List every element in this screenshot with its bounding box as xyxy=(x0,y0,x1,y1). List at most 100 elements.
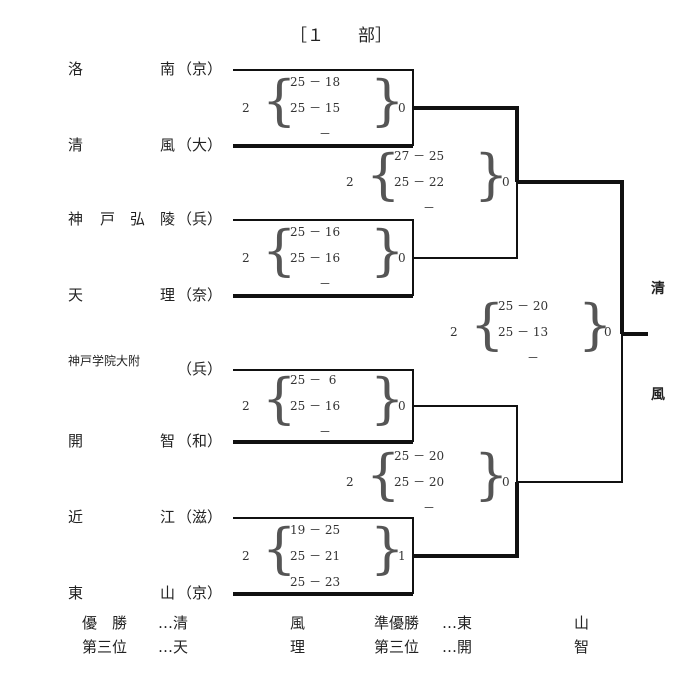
brace-right: } xyxy=(370,517,405,580)
brace-right: } xyxy=(578,293,613,356)
sets-won-right: 0 xyxy=(502,475,510,489)
team-name-char: 陵 xyxy=(160,210,176,228)
team-name-char: 弘 xyxy=(130,210,146,228)
set-score: － xyxy=(319,277,332,291)
team-name-char: 神戸学院大附 xyxy=(68,354,141,368)
set-score: 25 － 13 xyxy=(498,325,549,339)
champion-name-char: 風 xyxy=(651,387,665,403)
team-name-char: 南 xyxy=(160,60,176,78)
set-score: 25 － 20 xyxy=(498,299,549,313)
bracket-line-winner xyxy=(413,106,519,182)
team-name-char: 洛 xyxy=(68,60,84,78)
set-score: 25 － 22 xyxy=(394,175,445,189)
team-prefecture: （兵） xyxy=(177,360,223,378)
brace-right: } xyxy=(370,69,405,132)
set-score: － xyxy=(319,127,332,141)
brace-left: { xyxy=(262,367,297,430)
team-prefecture: （奈） xyxy=(177,286,223,304)
sets-won-right: 1 xyxy=(398,549,406,563)
brace-right: } xyxy=(370,367,405,430)
set-score: － xyxy=(527,351,540,365)
sets-won-left: 2 xyxy=(346,175,354,189)
set-score: － xyxy=(423,201,436,215)
set-score: 25 － 15 xyxy=(290,101,341,115)
sets-won-left: 2 xyxy=(450,325,458,339)
winner-name-char: 風 xyxy=(290,614,306,632)
third-place-name-char: …天 xyxy=(158,638,189,656)
third-place-label: 第三位 xyxy=(374,638,420,656)
brace-left: { xyxy=(470,293,505,356)
team-prefecture: （和） xyxy=(177,432,223,450)
team-name-char: 理 xyxy=(160,286,176,304)
sets-won-right: 0 xyxy=(398,399,406,413)
team-name-char: 江 xyxy=(160,508,176,526)
set-score: 25 － 20 xyxy=(394,475,445,489)
bracket-line-loser xyxy=(233,517,414,594)
set-score: 25 － 16 xyxy=(290,251,341,265)
bracket-line-loser xyxy=(413,405,518,482)
brace-left: { xyxy=(262,517,297,580)
bracket-line-winner xyxy=(413,482,519,558)
set-score: 25 － 20 xyxy=(394,449,445,463)
team-prefecture: （滋） xyxy=(177,508,223,526)
winner-name-char: …清 xyxy=(158,614,189,632)
team-name-char: 清 xyxy=(68,136,84,154)
team-name-char: 開 xyxy=(68,432,84,450)
team-name-char: 戸 xyxy=(100,210,116,228)
set-score: 25 － 16 xyxy=(290,399,341,413)
bracket-line-loser xyxy=(517,334,623,483)
set-score: 25 － 21 xyxy=(290,549,341,563)
runner-up-label: 準優勝 xyxy=(374,614,420,632)
team-name-char: 東 xyxy=(68,584,84,602)
bracket-line-loser xyxy=(233,69,414,146)
brace-right: } xyxy=(474,443,509,506)
set-score: 19 － 25 xyxy=(290,523,341,537)
team-name-char: 近 xyxy=(68,508,84,526)
set-score: 25 － 23 xyxy=(290,575,341,589)
sets-won-left: 2 xyxy=(242,549,250,563)
set-score: 25 － 16 xyxy=(290,225,341,239)
team-name-char: 山 xyxy=(160,584,176,602)
team-prefecture: （京） xyxy=(177,584,223,602)
bracket-line-loser xyxy=(233,219,414,296)
set-score: 25 － 6 xyxy=(290,373,337,387)
brace-right: } xyxy=(474,143,509,206)
team-prefecture: （京） xyxy=(177,60,223,78)
winner-label: 優 勝 xyxy=(82,614,128,632)
brace-left: { xyxy=(366,143,401,206)
set-score: － xyxy=(423,501,436,515)
team-name-char: 風 xyxy=(160,136,176,154)
sets-won-right: 0 xyxy=(398,101,406,115)
brace-left: { xyxy=(262,69,297,132)
third-place-name-char: 智 xyxy=(574,638,590,656)
brace-left: { xyxy=(366,443,401,506)
third-place-name-char: 理 xyxy=(290,638,306,656)
sets-won-right: 0 xyxy=(398,251,406,265)
team-prefecture: （大） xyxy=(177,136,223,154)
runner-up-name-char: …東 xyxy=(442,614,473,632)
champion-name-char: 清 xyxy=(651,281,665,297)
bracket-line-loser xyxy=(413,182,518,259)
team-name-char: 智 xyxy=(160,432,176,450)
set-score: 25 － 18 xyxy=(290,75,341,89)
sets-won-left: 2 xyxy=(242,399,250,413)
brace-right: } xyxy=(370,219,405,282)
sets-won-left: 2 xyxy=(242,251,250,265)
sets-won-left: 2 xyxy=(242,101,250,115)
sets-won-right: 0 xyxy=(502,175,510,189)
brace-left: { xyxy=(262,219,297,282)
sets-won-right: 0 xyxy=(604,325,612,339)
tournament-title: ［１ 部］ xyxy=(290,26,392,46)
team-name-char: 天 xyxy=(68,286,84,304)
third-place-name-char: …開 xyxy=(442,638,473,656)
team-name-char: 神 xyxy=(68,210,84,228)
runner-up-name-char: 山 xyxy=(574,614,590,632)
third-place-label: 第三位 xyxy=(82,638,128,656)
set-score: 27 － 25 xyxy=(394,149,445,163)
bracket-line-loser xyxy=(233,369,414,442)
team-prefecture: （兵） xyxy=(177,210,223,228)
sets-won-left: 2 xyxy=(346,475,354,489)
bracket-line-winner xyxy=(517,180,624,334)
set-score: － xyxy=(319,425,332,439)
